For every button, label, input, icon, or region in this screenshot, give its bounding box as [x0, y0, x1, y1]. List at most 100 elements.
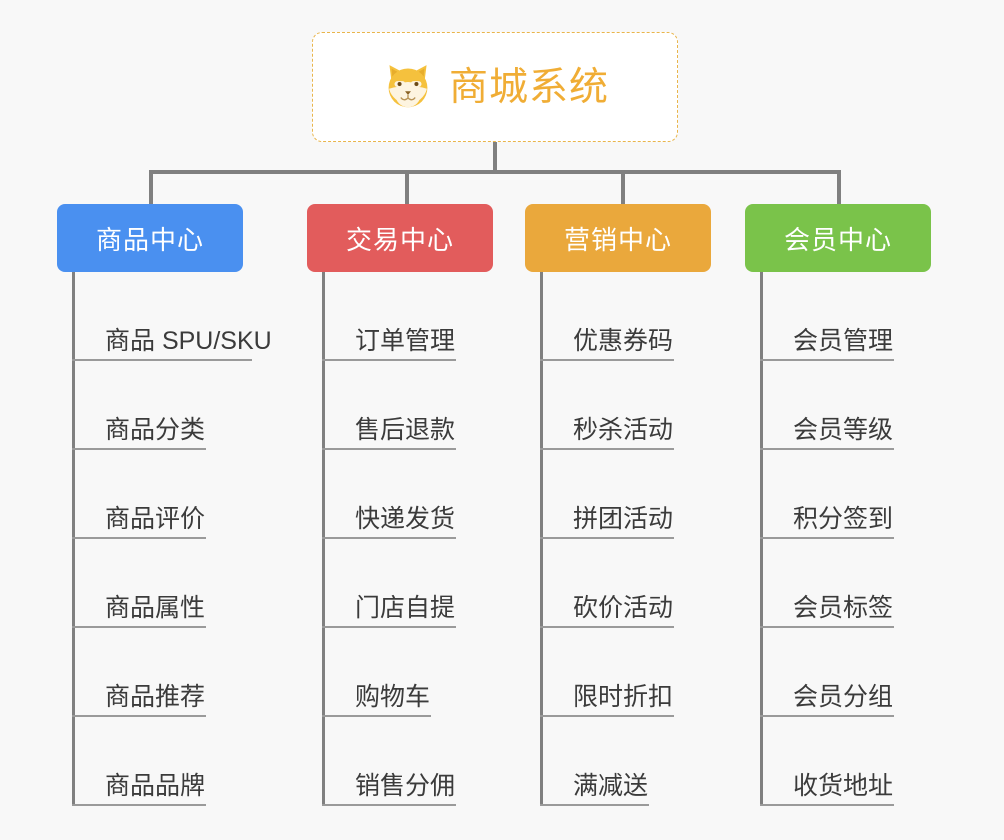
- leaf-item[interactable]: 商品评价: [72, 450, 243, 539]
- leaf-item-label: 砍价活动: [573, 594, 674, 622]
- leaf-item[interactable]: 购物车: [322, 628, 493, 717]
- leaf-underline: [322, 715, 431, 717]
- leaf-underline: [540, 448, 674, 450]
- connector-drop-2: [621, 170, 625, 204]
- leaf-item-label: 满减送: [573, 772, 649, 800]
- leaf-item[interactable]: 会员分组: [760, 628, 931, 717]
- leaf-item[interactable]: 会员管理: [760, 272, 931, 361]
- leaf-item-label: 商品分类: [105, 416, 206, 444]
- leaf-underline: [760, 537, 894, 539]
- leaf-item-label: 优惠券码: [573, 327, 674, 355]
- connector-spine: [322, 272, 325, 806]
- root-node[interactable]: 商城系统: [312, 32, 678, 142]
- leaf-item-label: 会员标签: [793, 594, 894, 622]
- leaf-item[interactable]: 商品品牌: [72, 717, 243, 806]
- connector-horizontal-bus: [149, 170, 839, 174]
- leaf-underline: [72, 448, 206, 450]
- connector-drop-0: [149, 170, 153, 204]
- leaf-underline: [72, 626, 206, 628]
- leaf-list: 商品 SPU/SKU 商品分类商品评价商品属性商品推荐商品品牌: [57, 272, 272, 806]
- leaf-underline: [540, 804, 649, 806]
- category-column: 营销中心优惠券码秒杀活动拼团活动砍价活动限时折扣满减送: [525, 204, 711, 806]
- leaf-underline: [760, 626, 894, 628]
- leaf-underline: [322, 626, 456, 628]
- leaf-item-label: 收货地址: [793, 772, 894, 800]
- leaf-underline: [322, 359, 456, 361]
- leaf-item[interactable]: 销售分佣: [322, 717, 493, 806]
- leaf-underline: [540, 626, 674, 628]
- leaf-item[interactable]: 商品 SPU/SKU: [72, 272, 272, 361]
- leaf-item-label: 商品品牌: [105, 772, 206, 800]
- leaf-item-label: 商品推荐: [105, 683, 206, 711]
- leaf-item-label: 订单管理: [355, 327, 456, 355]
- connector-spine: [540, 272, 543, 806]
- leaf-list: 会员管理会员等级积分签到会员标签会员分组收货地址: [745, 272, 931, 806]
- leaf-item[interactable]: 拼团活动: [540, 450, 711, 539]
- leaf-item[interactable]: 售后退款: [322, 361, 493, 450]
- leaf-item[interactable]: 商品推荐: [72, 628, 243, 717]
- leaf-item[interactable]: 门店自提: [322, 539, 493, 628]
- leaf-item-label: 商品属性: [105, 594, 206, 622]
- category-column: 会员中心会员管理会员等级积分签到会员标签会员分组收货地址: [745, 204, 931, 806]
- leaf-item-label: 会员管理: [793, 327, 894, 355]
- root-title: 商城系统: [448, 65, 609, 109]
- leaf-underline: [72, 359, 252, 361]
- leaf-list: 优惠券码秒杀活动拼团活动砍价活动限时折扣满减送: [525, 272, 711, 806]
- leaf-underline: [760, 804, 894, 806]
- leaf-item[interactable]: 积分签到: [760, 450, 931, 539]
- leaf-item-label: 销售分佣: [355, 772, 456, 800]
- leaf-item-label: 商品 SPU/SKU: [105, 327, 272, 355]
- leaf-item[interactable]: 商品分类: [72, 361, 243, 450]
- leaf-underline: [540, 359, 674, 361]
- leaf-item-label: 会员等级: [793, 416, 894, 444]
- category-header-label: 会员中心: [783, 224, 892, 255]
- category-column: 交易中心订单管理售后退款快递发货门店自提购物车销售分佣: [307, 204, 493, 806]
- leaf-item-label: 会员分组: [793, 683, 894, 711]
- connector-root-stem: [493, 142, 497, 173]
- leaf-item-label: 快递发货: [355, 505, 456, 533]
- shiba-dog-icon: [381, 60, 435, 114]
- leaf-item[interactable]: 收货地址: [760, 717, 931, 806]
- leaf-item-label: 秒杀活动: [573, 416, 674, 444]
- leaf-list: 订单管理售后退款快递发货门店自提购物车销售分佣: [307, 272, 493, 806]
- leaf-item[interactable]: 快递发货: [322, 450, 493, 539]
- category-header-2[interactable]: 交易中心: [307, 204, 493, 272]
- connector-spine: [72, 272, 75, 806]
- category-header-3[interactable]: 营销中心: [525, 204, 711, 272]
- leaf-underline: [322, 804, 456, 806]
- category-header-label: 交易中心: [345, 224, 454, 255]
- leaf-underline: [540, 715, 674, 717]
- category-header-1[interactable]: 商品中心: [57, 204, 243, 272]
- leaf-item-label: 门店自提: [355, 594, 456, 622]
- leaf-underline: [760, 715, 894, 717]
- leaf-item-label: 拼团活动: [573, 505, 674, 533]
- leaf-item-label: 售后退款: [355, 416, 456, 444]
- leaf-underline: [72, 804, 206, 806]
- leaf-underline: [322, 448, 456, 450]
- leaf-item[interactable]: 秒杀活动: [540, 361, 711, 450]
- connector-drop-1: [405, 170, 409, 204]
- leaf-item[interactable]: 订单管理: [322, 272, 493, 361]
- leaf-underline: [72, 537, 206, 539]
- leaf-item[interactable]: 优惠券码: [540, 272, 711, 361]
- category-header-4[interactable]: 会员中心: [745, 204, 931, 272]
- leaf-item-label: 限时折扣: [573, 683, 674, 711]
- connector-spine: [760, 272, 763, 806]
- leaf-underline: [760, 448, 894, 450]
- leaf-item[interactable]: 满减送: [540, 717, 711, 806]
- leaf-underline: [322, 537, 456, 539]
- category-header-label: 商品中心: [95, 224, 204, 255]
- leaf-item[interactable]: 商品属性: [72, 539, 243, 628]
- leaf-item[interactable]: 会员标签: [760, 539, 931, 628]
- leaf-underline: [72, 715, 206, 717]
- leaf-item[interactable]: 会员等级: [760, 361, 931, 450]
- leaf-item[interactable]: 砍价活动: [540, 539, 711, 628]
- connector-drop-3: [837, 170, 841, 204]
- category-header-label: 营销中心: [563, 224, 672, 255]
- leaf-item-label: 商品评价: [105, 505, 206, 533]
- leaf-item[interactable]: 限时折扣: [540, 628, 711, 717]
- leaf-underline: [540, 537, 674, 539]
- leaf-item-label: 积分签到: [793, 505, 894, 533]
- category-column: 商品中心商品 SPU/SKU 商品分类商品评价商品属性商品推荐商品品牌: [57, 204, 272, 806]
